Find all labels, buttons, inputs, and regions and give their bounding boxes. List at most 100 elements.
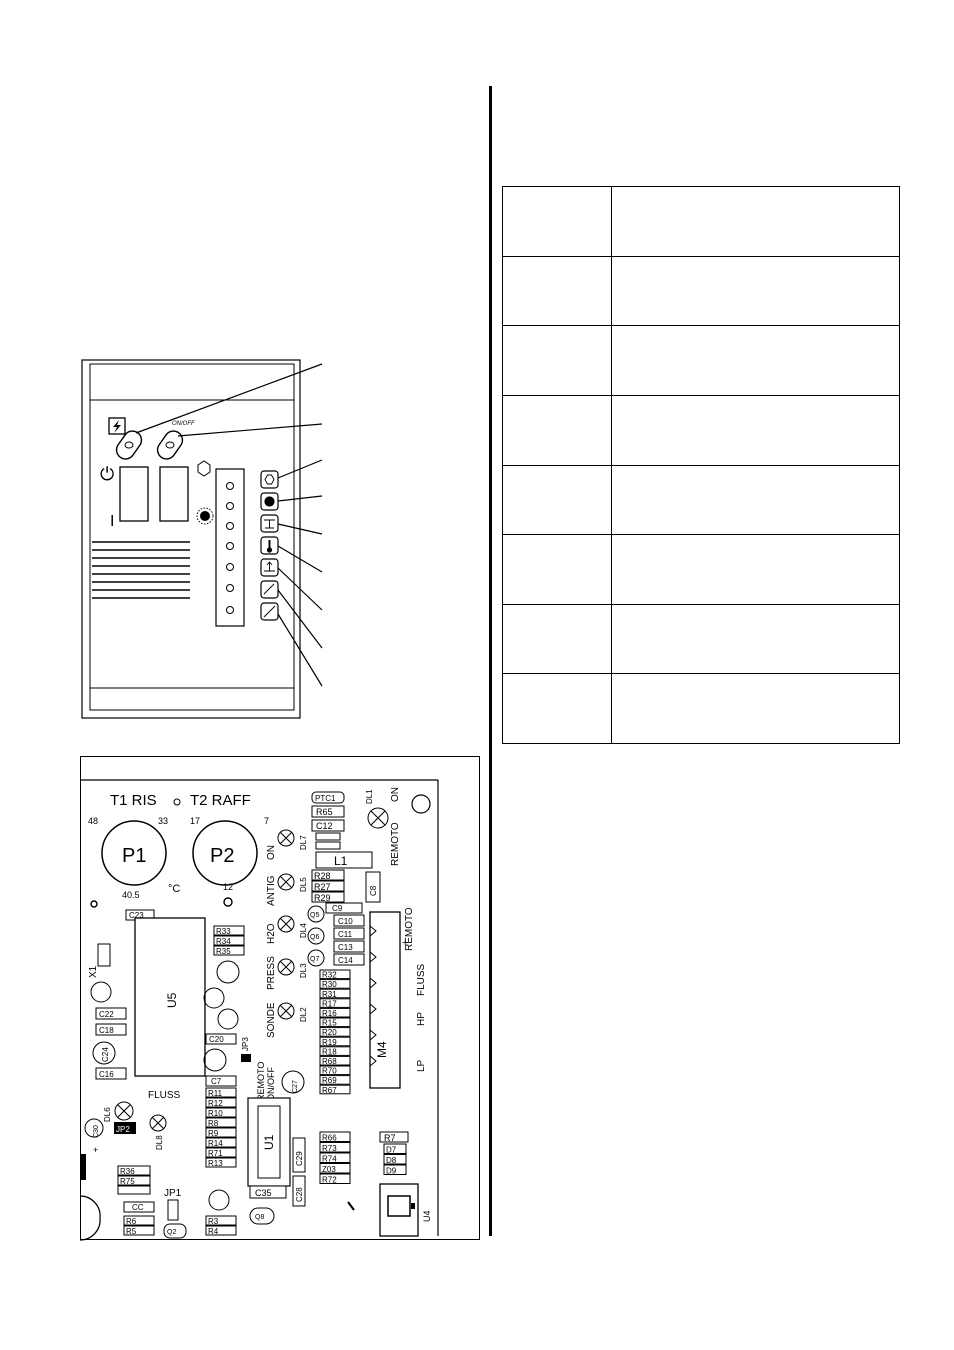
svg-text:ON: ON xyxy=(266,845,277,860)
svg-text:H2O: H2O xyxy=(266,923,277,944)
svg-text:C24: C24 xyxy=(101,1047,110,1062)
power-icon: ⏻ xyxy=(100,464,114,484)
component-label: D9 xyxy=(386,1167,397,1176)
svg-text:C9: C9 xyxy=(332,904,343,913)
svg-text:C29: C29 xyxy=(295,1151,304,1166)
component-label: Z03 xyxy=(322,1165,336,1174)
potentiometer-p1: T1 RIS 48 33 P1 40.5 xyxy=(88,792,168,900)
svg-text:HP: HP xyxy=(416,1012,427,1026)
legend-row xyxy=(502,325,900,396)
legend-description-cell xyxy=(611,325,900,396)
snowflake-hexagon-icon xyxy=(197,460,211,477)
led-5 xyxy=(226,563,234,571)
svg-text:40.5: 40.5 xyxy=(122,890,140,900)
component-label: R74 xyxy=(322,1155,337,1164)
legend-key-cell xyxy=(502,255,612,327)
legend-description-cell xyxy=(611,673,900,744)
remoto-on-label: ON xyxy=(390,787,401,802)
legend-row xyxy=(502,464,900,536)
svg-text:DL5: DL5 xyxy=(299,877,308,892)
svg-text:48: 48 xyxy=(88,816,98,826)
legend-description-cell xyxy=(611,186,900,257)
regulator-u4: U4 xyxy=(379,1183,432,1237)
pcb-layout-diagram: T1 RIS 48 33 P1 40.5 °C T2 RAFF 17 7 P2 … xyxy=(79,756,480,1241)
svg-text:C14: C14 xyxy=(338,956,353,965)
page-divider xyxy=(489,86,492,1236)
svg-text:T2 RAFF: T2 RAFF xyxy=(190,792,251,809)
legend-row xyxy=(502,603,900,675)
legend-key-cell xyxy=(502,325,612,396)
svg-text:17: 17 xyxy=(190,816,200,826)
led-indicators xyxy=(226,482,234,614)
svg-text:L1: L1 xyxy=(334,854,348,868)
lightning-icon xyxy=(108,417,126,435)
component-label: R17 xyxy=(322,999,337,1008)
component-label: R18 xyxy=(322,1047,337,1056)
legend-description-cell xyxy=(611,603,900,675)
component-label: D8 xyxy=(386,1156,397,1165)
component-label: R19 xyxy=(322,1038,337,1047)
component-label: R71 xyxy=(208,1149,223,1158)
svg-text:C23: C23 xyxy=(129,911,144,920)
svg-text:C28: C28 xyxy=(295,1187,304,1202)
component-label: R20 xyxy=(322,1028,337,1037)
svg-text:C30: C30 xyxy=(93,1125,100,1138)
svg-text:PTC1: PTC1 xyxy=(315,794,336,803)
jumper-jp3 xyxy=(241,1054,251,1062)
svg-text:R7: R7 xyxy=(384,1133,396,1143)
svg-text:+: + xyxy=(402,937,408,949)
component-label: R70 xyxy=(322,1067,337,1076)
svg-text:Q2: Q2 xyxy=(167,1229,176,1236)
svg-text:SONDE: SONDE xyxy=(266,1002,277,1038)
svg-text:JP3: JP3 xyxy=(241,1037,250,1051)
snowflake-icon xyxy=(260,470,279,489)
legend-row xyxy=(502,186,900,257)
led-2 xyxy=(226,502,234,510)
resistors-r33-r35: R33 R34 R35 xyxy=(213,925,245,956)
component-label: R16 xyxy=(322,1009,337,1018)
component-label: R13 xyxy=(208,1159,223,1168)
display-left xyxy=(119,466,149,522)
component-label: R15 xyxy=(322,1019,337,1028)
svg-text:REMOTO: REMOTO xyxy=(404,907,415,951)
connector-m4: M4 xyxy=(369,911,401,1089)
status-icons xyxy=(260,470,279,621)
legend-description-cell xyxy=(611,464,900,536)
svg-text:R27: R27 xyxy=(314,882,331,892)
svg-text:C12: C12 xyxy=(316,821,333,831)
component-label: R66 xyxy=(322,1134,337,1143)
svg-text:C35: C35 xyxy=(255,1188,272,1198)
component-label: R73 xyxy=(322,1144,337,1153)
crystal-x1: X1 xyxy=(88,943,111,978)
on-off-switch[interactable] xyxy=(154,428,186,463)
component-label: R9 xyxy=(208,1129,219,1138)
svg-text:Q8: Q8 xyxy=(255,1214,264,1221)
component-label: R11 xyxy=(208,1089,223,1098)
svg-text:P2: P2 xyxy=(210,845,234,867)
component-label: R67 xyxy=(322,1086,337,1095)
component-label: D7 xyxy=(386,1146,397,1155)
svg-text:DL7: DL7 xyxy=(299,835,308,850)
legend-row xyxy=(502,255,900,327)
svg-text:LP: LP xyxy=(416,1059,427,1072)
svg-text:R5: R5 xyxy=(126,1227,137,1236)
fluss-label: FLUSS xyxy=(148,1090,181,1101)
svg-text:U4: U4 xyxy=(422,1210,432,1222)
legend-description-cell xyxy=(611,394,900,466)
svg-text:PRESS: PRESS xyxy=(266,956,277,990)
led-3 xyxy=(226,522,234,530)
remoto-onoff-label: REMOTO xyxy=(256,1062,266,1101)
component-label: R10 xyxy=(208,1109,223,1118)
svg-text:Q5: Q5 xyxy=(310,912,319,919)
svg-text:33: 33 xyxy=(158,816,168,826)
led-6 xyxy=(226,584,234,592)
svg-text:7: 7 xyxy=(264,816,269,826)
panel-inner-frame xyxy=(89,363,295,711)
svg-text:R29: R29 xyxy=(314,893,331,903)
svg-text:R36: R36 xyxy=(120,1167,135,1176)
svg-text:R65: R65 xyxy=(316,807,333,817)
svg-text:U1: U1 xyxy=(262,1134,276,1150)
